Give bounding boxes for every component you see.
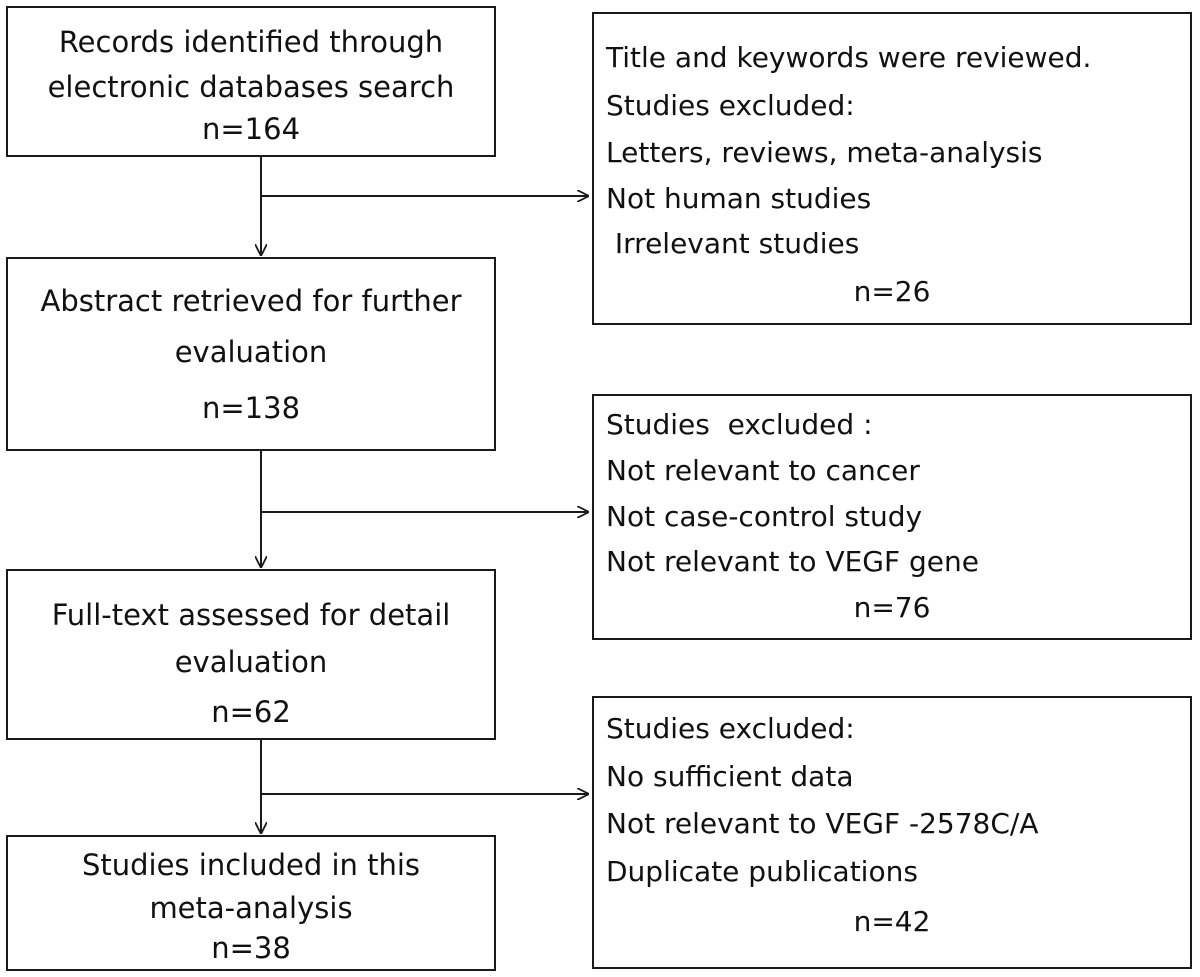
box-excluded-abstract: Studies excluded : Not relevant to cance… — [592, 394, 1192, 640]
box-line: Studies excluded : — [606, 408, 873, 441]
box-line: meta-analysis — [149, 891, 353, 925]
box-line: Duplicate publications — [606, 855, 918, 888]
box-line: Not relevant to VEGF -2578C/A — [606, 807, 1039, 840]
box-count: n=42 — [853, 905, 931, 938]
box-count: n=26 — [853, 275, 931, 308]
box-line: No sufficient data — [606, 760, 854, 793]
box-excluded-title-keywords: Title and keywords were reviewed. Studie… — [592, 12, 1192, 325]
box-count: n=164 — [201, 112, 301, 146]
box-line: Title and keywords were reviewed. — [606, 41, 1092, 74]
box-line: Abstract retrieved for further — [40, 284, 462, 318]
box-line: Not case-control study — [606, 500, 923, 533]
box-line: Records identified through — [58, 25, 444, 59]
box-records-identified: Records identified through electronic da… — [6, 6, 496, 157]
box-abstract-retrieved: Abstract retrieved for further evaluatio… — [6, 257, 496, 451]
box-full-text-assessed: Full-text assessed for detail evaluation… — [6, 569, 496, 740]
box-line: Studies included in this — [81, 848, 421, 882]
box-line: Not human studies — [606, 182, 872, 215]
box-line: Letters, reviews, meta-analysis — [606, 136, 1043, 169]
box-count: n=138 — [201, 391, 301, 425]
box-line: Studies excluded: — [606, 712, 855, 745]
box-count: n=76 — [853, 591, 931, 624]
box-line: electronic databases search — [47, 70, 455, 104]
box-count: n=62 — [211, 695, 291, 729]
box-line: evaluation — [174, 335, 328, 369]
box-excluded-full-text: Studies excluded: No sufficient data Not… — [592, 696, 1192, 969]
box-line: Studies excluded: — [606, 89, 855, 122]
box-line: Not relevant to cancer — [606, 454, 920, 487]
box-studies-included: Studies included in this meta-analysis n… — [6, 835, 496, 971]
box-line: Not relevant to VEGF gene — [606, 545, 979, 578]
box-line: evaluation — [174, 645, 328, 679]
box-line: Full-text assessed for detail — [51, 598, 451, 632]
box-count: n=38 — [211, 931, 291, 965]
box-line: Irrelevant studies — [606, 227, 860, 260]
